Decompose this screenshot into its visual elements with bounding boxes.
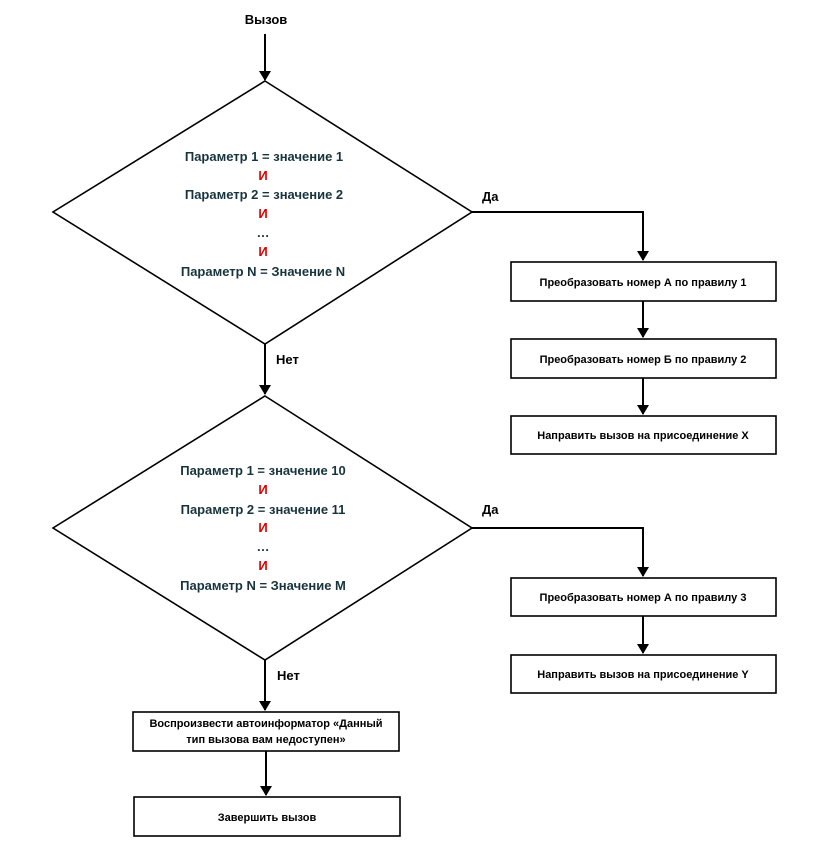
branch1-step1-box	[510, 261, 777, 302]
end-box-text: Завершить вызов	[218, 812, 317, 824]
decision1-no-label: Нет	[276, 352, 299, 367]
decision1-line-1: Параметр 1 = значение 1	[185, 149, 343, 164]
fallback-text-line2: тип вызова вам недоступен»	[186, 734, 345, 746]
decision2-conj-3: И	[258, 558, 267, 573]
decision1-conj-1: И	[258, 168, 267, 183]
branch2-step2-box	[510, 654, 777, 694]
decision2-no-label: Нет	[277, 668, 300, 683]
branch1-step1-text: Преобразовать номер А по правилу 1	[540, 277, 747, 289]
decision2-conj-2: И	[258, 520, 267, 535]
decision2-conj-1: И	[258, 482, 267, 497]
branch2-step1-text: Преобразовать номер А по правилу 3	[540, 592, 747, 604]
fallback-box	[132, 711, 400, 752]
start-label: Вызов	[245, 12, 288, 27]
decision2-yes-label: Да	[482, 502, 499, 517]
decision1-ellipsis: …	[257, 225, 270, 240]
decision2-line-3: Параметр N = Значение M	[180, 578, 346, 593]
end-box	[133, 796, 401, 837]
arrow-decision1-yes	[472, 211, 649, 261]
decision1-yes-label: Да	[482, 189, 499, 204]
decision1-line-3: Параметр N = Значение N	[181, 264, 345, 279]
decision2-ellipsis: …	[257, 539, 270, 554]
arrow-decision2-yes	[472, 527, 649, 577]
decision1-conj-2: И	[258, 206, 267, 221]
decision1-conditions: Параметр 1 = значение 1 И Параметр 2 = з…	[181, 149, 345, 279]
decision1-conj-3: И	[258, 244, 267, 259]
decision2-line-2: Параметр 2 = значение 11	[181, 502, 346, 517]
decision2-line-1: Параметр 1 = значение 10	[180, 463, 346, 478]
branch1-step2-text: Преобразовать номер Б по правилу 2	[540, 354, 747, 366]
branch2-step2-text: Направить вызов на присоединение Y	[537, 669, 749, 681]
decision2-conditions: Параметр 1 = значение 10 И Параметр 2 = …	[180, 463, 346, 593]
branch1-step3-text: Направить вызов на присоединение X	[537, 430, 749, 442]
branch2-step1-box	[510, 577, 777, 617]
fallback-text-line1: Воспроизвести автоинформатор «Данный	[149, 718, 382, 730]
decision1-line-2: Параметр 2 = значение 2	[185, 187, 343, 202]
branch1-step3-box	[510, 415, 777, 455]
